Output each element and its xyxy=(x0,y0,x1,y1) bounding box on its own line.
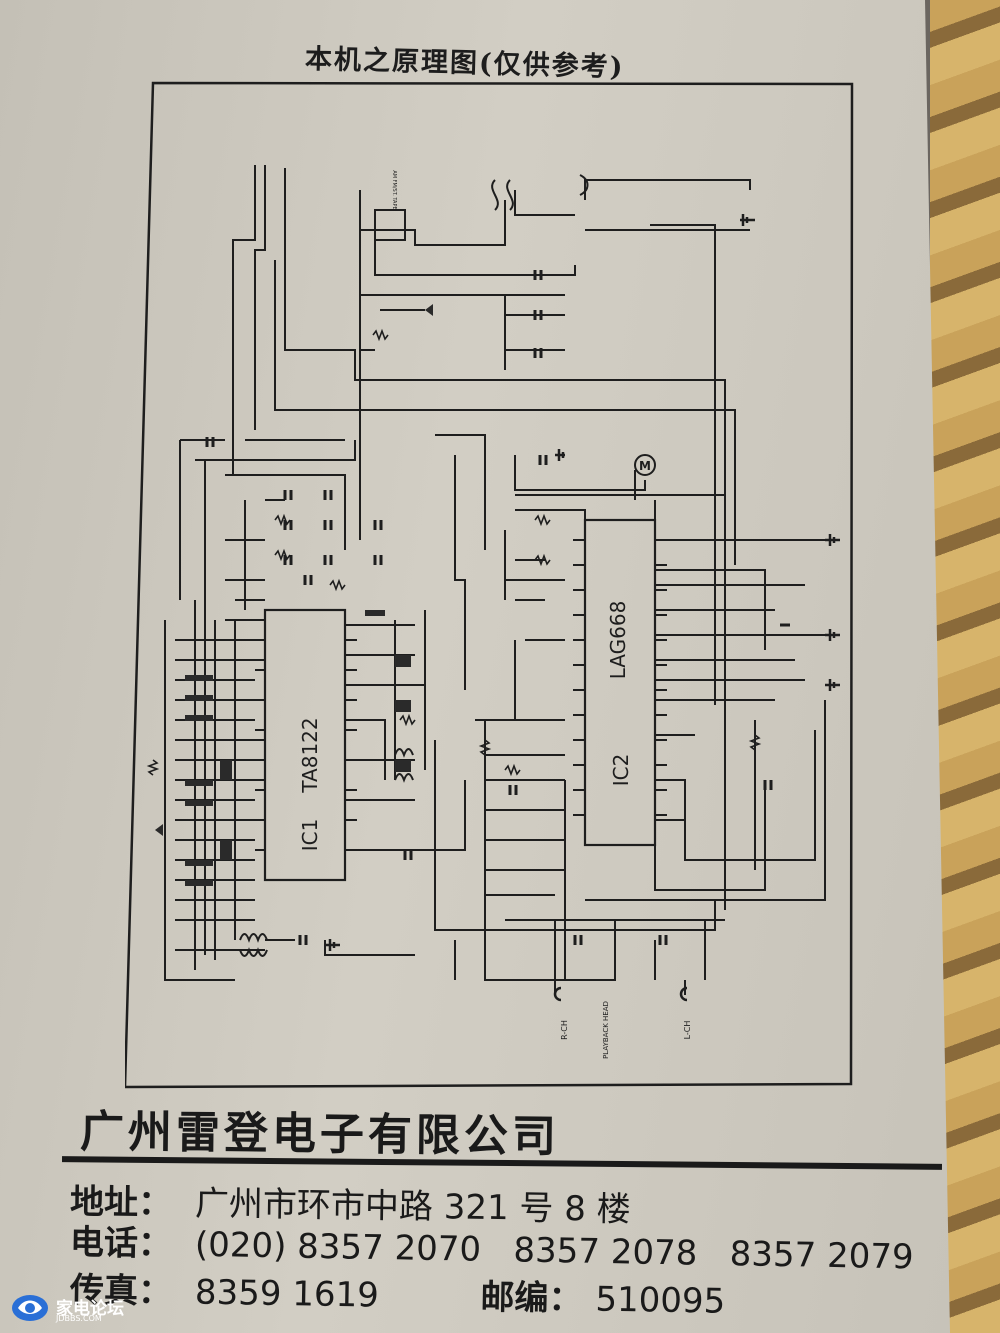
forum-logo-icon xyxy=(12,1295,48,1321)
ic1-reference: IC1 xyxy=(298,819,322,852)
phone-label: 电话： xyxy=(69,1222,173,1265)
forum-watermark: 家电论坛 JDBBS.COM xyxy=(8,1290,138,1326)
company-name: 广州雷登电子有限公司 xyxy=(79,1106,561,1163)
r-ch-label: R-CH xyxy=(560,1020,569,1040)
ic1-part-number: TA8122 xyxy=(298,717,322,793)
r-ch-jack xyxy=(553,986,562,1002)
motor-label: M xyxy=(639,459,651,473)
postcode-value: 510095 xyxy=(595,1279,726,1322)
ic2-part-number: LAG668 xyxy=(606,601,630,680)
fax-value: 8359 1619 xyxy=(194,1272,380,1316)
postcode-label: 邮编： xyxy=(480,1277,583,1320)
motor-symbol xyxy=(634,454,656,476)
l-ch-label: L-CH xyxy=(683,1021,692,1040)
ic1-body xyxy=(263,608,347,882)
manual-page xyxy=(0,0,950,1333)
mode-switch-label: AM FM/ST. TAPE xyxy=(391,170,397,209)
schematic-border xyxy=(125,81,854,1089)
ic2-reference: IC2 xyxy=(609,754,633,787)
schematic-diagram: TA8122 IC1 LAG668 IC2 M R-CH PLAYBACK HE… xyxy=(125,81,854,1089)
playback-head-label: PLAYBACK HEAD xyxy=(602,1001,610,1059)
l-ch-jack xyxy=(679,986,688,1002)
watermark-text: 家电论坛 xyxy=(56,1299,124,1319)
watermark-sub: JDBBS.COM xyxy=(56,1314,102,1323)
ic2-body xyxy=(583,518,657,847)
